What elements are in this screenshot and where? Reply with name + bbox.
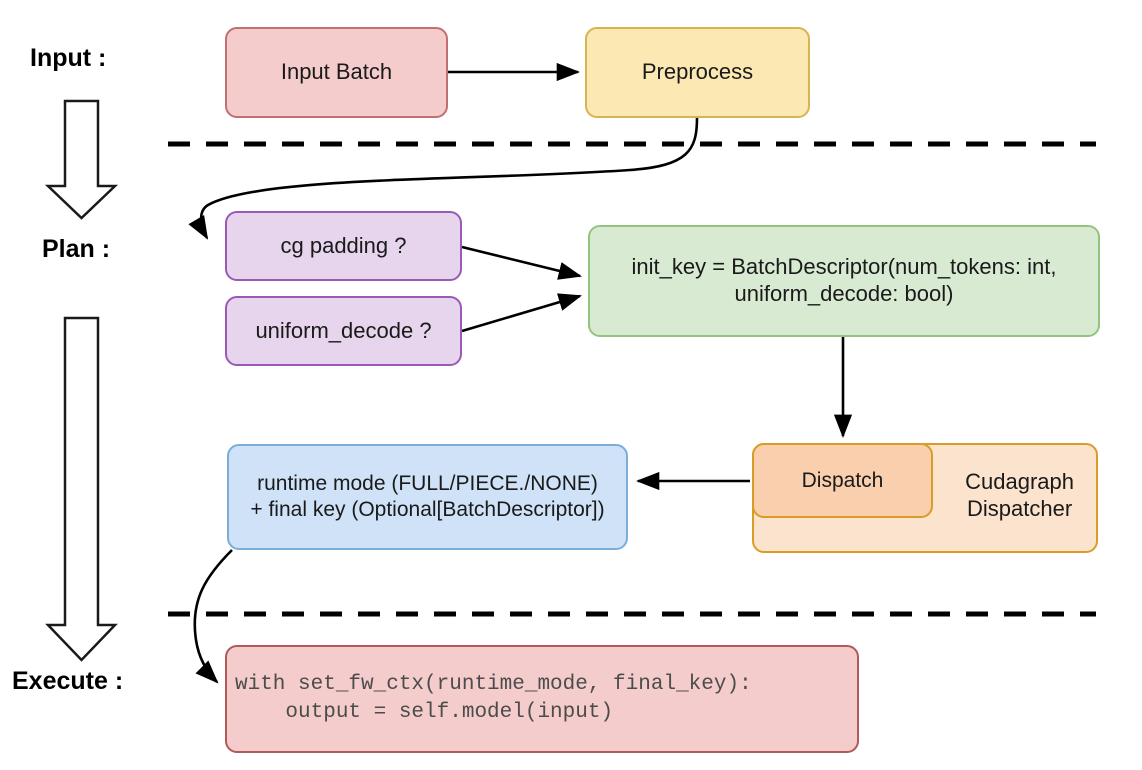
input-to-plan-block-arrow <box>44 99 119 220</box>
node-preprocess-label: Preprocess <box>641 59 754 85</box>
node-uniform-decode[interactable]: uniform_decode ? <box>225 296 462 366</box>
node-cudagraph-dispatcher-line1: Cudagraph <box>965 469 1074 495</box>
stage-label-input: Input : <box>30 44 107 72</box>
stage-label-plan: Plan : <box>42 235 111 263</box>
node-cg-padding-label: cg padding ? <box>280 232 407 258</box>
node-runtime-mode-line2: + final key (Optional[BatchDescriptor]) <box>250 498 605 521</box>
node-init-key-line2: uniform_decode: bool) <box>734 281 954 306</box>
node-preprocess[interactable]: Preprocess <box>585 27 810 118</box>
node-exec-code-line2: output = self.model(input) <box>235 701 614 724</box>
node-uniform-decode-label: uniform_decode ? <box>255 317 432 343</box>
node-input-batch[interactable]: Input Batch <box>225 27 448 118</box>
uniform-decode-to-init-key-arrow <box>461 293 582 333</box>
node-exec-code-line1: with set_fw_ctx(runtime_mode, final_key)… <box>235 672 752 696</box>
node-runtime-mode-line1: runtime mode (FULL/PIECE./NONE) <box>257 472 598 496</box>
node-init-key[interactable]: init_key = BatchDescriptor(num_tokens: i… <box>588 225 1100 337</box>
node-init-key-text: init_key = BatchDescriptor(num_tokens: i… <box>632 254 1057 308</box>
node-exec-code[interactable]: with set_fw_ctx(runtime_mode, final_key)… <box>225 645 859 753</box>
node-runtime-mode[interactable]: runtime mode (FULL/PIECE./NONE) + final … <box>227 444 628 550</box>
node-init-key-line1: init_key = BatchDescriptor(num_tokens: i… <box>631 254 1057 280</box>
node-cudagraph-dispatcher-line2: Dispatcher <box>966 496 1073 521</box>
plan-to-execute-block-arrow <box>45 316 118 662</box>
node-dispatch-label: Dispatch <box>801 468 884 492</box>
node-dispatch[interactable]: Dispatch <box>752 443 933 518</box>
stage-label-execute: Execute : <box>12 667 124 695</box>
node-runtime-mode-text: runtime mode (FULL/PIECE./NONE) + final … <box>250 471 604 522</box>
node-cudagraph-dispatcher-text: Cudagraph Dispatcher <box>965 469 1074 523</box>
node-exec-code-text: with set_fw_ctx(runtime_mode, final_key)… <box>235 671 752 728</box>
node-cg-padding[interactable]: cg padding ? <box>225 211 462 281</box>
node-input-batch-label: Input Batch <box>280 59 393 85</box>
cg-padding-to-init-key-arrow <box>461 245 583 280</box>
